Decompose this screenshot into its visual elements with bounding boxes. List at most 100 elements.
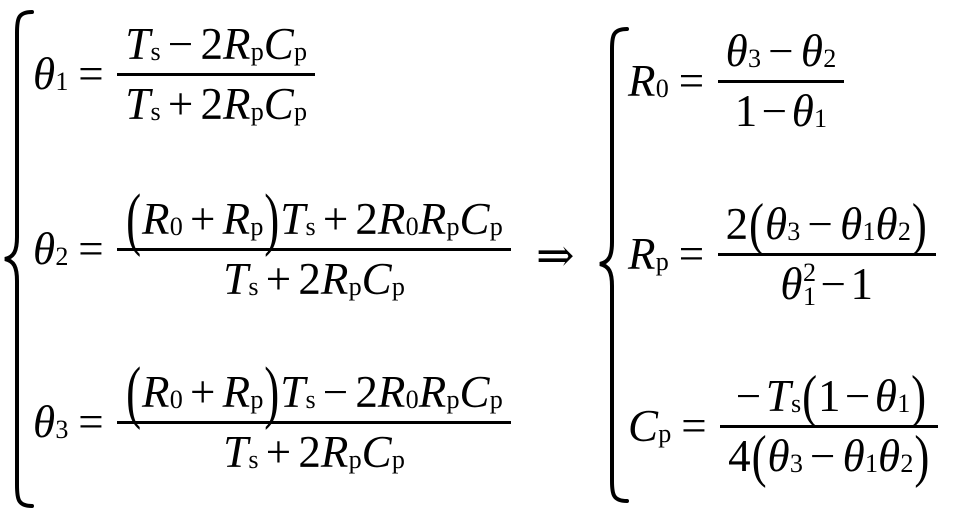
Cp-subscript: p <box>658 419 672 449</box>
Cp-symbol: C <box>628 401 659 452</box>
plus-sign: + <box>190 194 216 244</box>
equals-sign: = <box>78 49 104 100</box>
T-symbol: T <box>223 427 249 478</box>
equals-sign: = <box>678 56 705 107</box>
theta-subscript-3: 3 <box>787 216 801 246</box>
Rp-symbol: R <box>628 229 656 280</box>
theta-symbol: θ <box>767 431 790 482</box>
R0-subscript: 0 <box>655 74 669 104</box>
T-symbol: T <box>223 254 249 305</box>
fraction-bar <box>717 252 936 256</box>
C-symbol: C <box>459 367 490 417</box>
plus-sign: + <box>190 367 216 417</box>
theta-subscript-1: 1 <box>814 104 828 134</box>
R0-symbol: R <box>628 56 656 107</box>
theta-subscript-2: 2 <box>823 43 837 73</box>
coefficient-2: 2 <box>298 427 321 478</box>
coefficient-2: 2 <box>200 19 223 69</box>
left-parenthesis: ( <box>126 352 142 430</box>
R-subscript-p: p <box>250 36 264 66</box>
R-subscript-p: p <box>348 445 362 475</box>
minus-sign: − <box>322 367 349 417</box>
theta-symbol: θ <box>780 259 803 310</box>
right-parenthesis: ) <box>911 190 927 256</box>
minus-sign: − <box>807 199 833 249</box>
C-subscript-p: p <box>391 445 405 475</box>
equals-sign: = <box>678 229 705 280</box>
R-symbol: R <box>418 194 447 244</box>
C-symbol: C <box>263 19 294 69</box>
C-symbol: C <box>459 194 490 244</box>
C-subscript-p: p <box>391 272 405 302</box>
R-subscript-p: p <box>250 97 264 127</box>
equals-sign: = <box>681 401 707 452</box>
theta-subscript-2: 2 <box>897 216 911 246</box>
R-symbol: R <box>320 427 349 478</box>
R-subscript-0: 0 <box>405 211 419 241</box>
theta-symbol: θ <box>878 431 901 482</box>
coefficient-2: 2 <box>298 254 321 305</box>
C-symbol: C <box>361 427 392 478</box>
C-subscript-p: p <box>489 384 503 414</box>
plus-sign: + <box>167 79 194 130</box>
T-subscript-s: s <box>791 388 802 418</box>
minus-sign: − <box>761 86 788 137</box>
minus-sign: − <box>820 259 846 310</box>
minus-sign: − <box>167 19 194 69</box>
R-symbol: R <box>142 194 170 244</box>
T-subscript-s: s <box>305 211 316 241</box>
right-parenthesis: ) <box>264 179 280 257</box>
unary-minus-sign: − <box>735 371 762 421</box>
theta3-subscript: 3 <box>55 415 69 445</box>
theta-symbol: θ <box>791 86 814 137</box>
C-subscript-p: p <box>294 36 308 66</box>
theta-symbol: θ <box>800 26 823 76</box>
coefficient-2: 2 <box>725 199 749 249</box>
right-parenthesis: ) <box>914 423 930 489</box>
R-symbol: R <box>377 194 406 244</box>
C-subscript-p: p <box>489 211 503 241</box>
R-subscript-0: 0 <box>169 384 183 414</box>
fraction-bar <box>117 247 511 251</box>
theta-subscript-1: 1 <box>897 388 911 418</box>
theta-symbol: θ <box>842 431 865 482</box>
right-system-brace <box>599 27 629 503</box>
theta-symbol: θ <box>725 26 748 76</box>
coefficient-2: 2 <box>355 194 378 244</box>
T-symbol: T <box>765 371 791 421</box>
theta-symbol: θ <box>875 199 898 249</box>
theta-subscript-1: 1 <box>862 216 876 246</box>
R-symbol: R <box>222 79 251 130</box>
fraction-bar <box>717 79 845 83</box>
Rp-subscript: p <box>655 247 669 277</box>
R-symbol: R <box>320 254 349 305</box>
plus-sign: + <box>322 194 349 244</box>
theta-symbol: θ <box>840 199 863 249</box>
coefficient-2: 2 <box>355 367 378 417</box>
right-parenthesis: ) <box>264 352 280 430</box>
theta-symbol: θ <box>874 371 897 421</box>
T-symbol: T <box>280 194 306 244</box>
R-subscript-p: p <box>250 384 264 414</box>
theta-subscript-3: 3 <box>748 43 762 73</box>
R-symbol: R <box>142 367 170 417</box>
fraction-bar <box>117 72 316 76</box>
R-subscript-p: p <box>446 384 460 414</box>
